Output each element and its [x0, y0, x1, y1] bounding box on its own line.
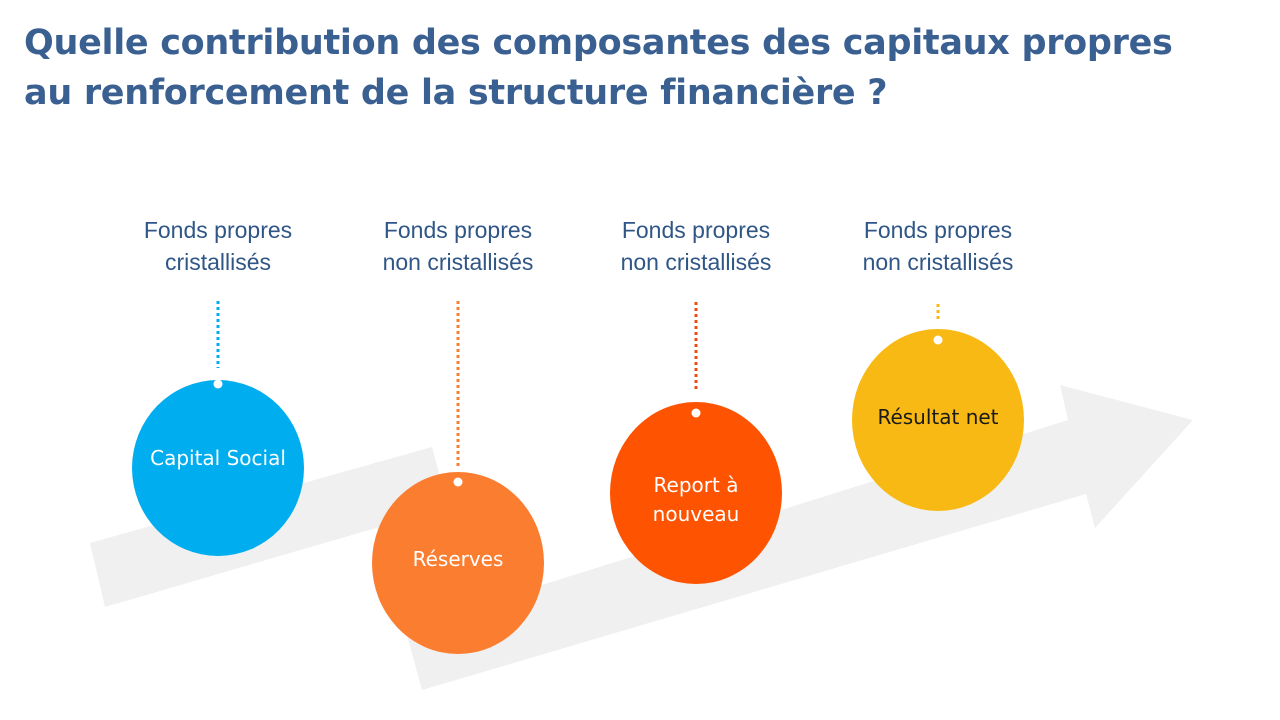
component-name: Capital Social [150, 446, 286, 470]
title-line-1: Quelle contribution des composantes des … [24, 23, 1173, 63]
component-name: Résultat net [877, 405, 998, 429]
component-circle-resultat-net: Résultat net [852, 329, 1024, 511]
title-line-2: au renforcement de la structure financiè… [24, 73, 888, 113]
hanger-dot [453, 477, 463, 487]
category-label-4: Fonds propres non cristallisés [828, 214, 1048, 278]
category-line-1: Fonds propres [143, 217, 293, 243]
hanger-dot [691, 408, 701, 418]
slide-title: Quelle contribution des composantes des … [24, 18, 1264, 118]
category-line-2: non cristallisés [382, 249, 534, 275]
category-line-1: Fonds propres [621, 217, 771, 243]
category-line-1: Fonds propres [863, 217, 1013, 243]
component-circle-reserves: Réserves [372, 472, 544, 654]
component-name: Réserves [413, 547, 504, 571]
component-circle-report-a-nouveau: Report à nouveau [610, 402, 782, 584]
component-circle-capital-social: Capital Social [132, 379, 304, 556]
category-label-2: Fonds propres non cristallisés [348, 214, 568, 278]
category-line-2: non cristallisés [620, 249, 772, 275]
category-label-1: Fonds propres cristallisés [108, 214, 328, 278]
category-line-1: Fonds propres [383, 217, 533, 243]
hanger-dot [213, 379, 223, 389]
component-name: Report à [654, 473, 739, 497]
category-line-2: non cristallisés [862, 249, 1014, 275]
component-name-line-2: nouveau [653, 502, 740, 526]
category-label-3: Fonds propres non cristallisés [586, 214, 806, 278]
category-line-2: cristallisés [164, 249, 272, 275]
hanger-dot [933, 335, 943, 345]
